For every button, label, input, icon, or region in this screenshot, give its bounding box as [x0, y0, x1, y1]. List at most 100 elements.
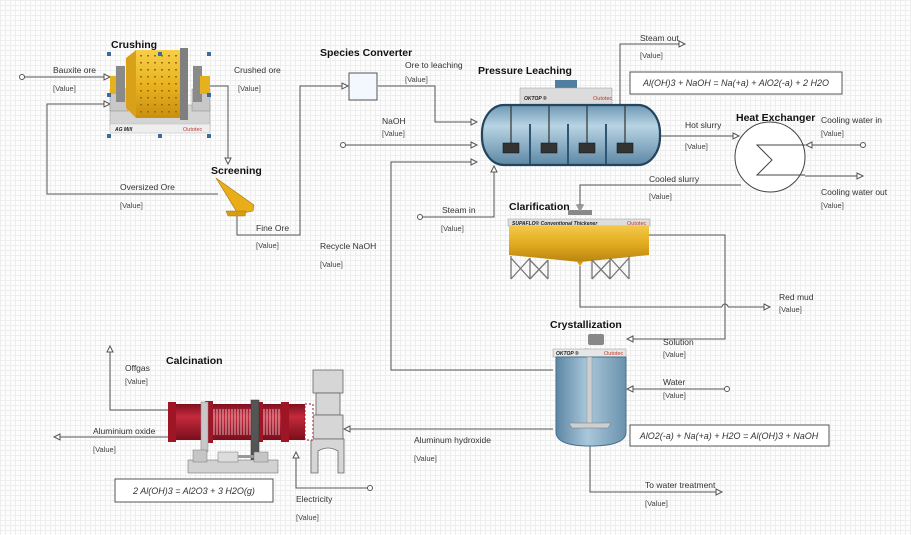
- value-red-mud[interactable]: [Value]: [779, 305, 802, 314]
- title-clarification: Clarification: [509, 201, 570, 213]
- value-electricity[interactable]: [Value]: [296, 513, 319, 522]
- mill-perforation: [154, 97, 156, 99]
- value-offgas[interactable]: [Value]: [125, 377, 148, 386]
- label-steam-out: Steam out: [640, 33, 679, 43]
- stream-line-electricity[interactable]: [295, 458, 370, 489]
- label-to-water-treatment: To water treatment: [645, 480, 716, 490]
- source-node-steam-in[interactable]: [417, 214, 423, 220]
- calcination-kiln[interactable]: [168, 369, 345, 474]
- species-converter-block[interactable]: [348, 72, 378, 101]
- value-naoh[interactable]: [Value]: [382, 129, 405, 138]
- arrow-head-icon: [470, 141, 479, 149]
- value-aluminum-hydroxide[interactable]: [Value]: [414, 454, 437, 463]
- arrow-head-icon: [625, 335, 634, 343]
- arrow-head-icon: [470, 118, 479, 126]
- equation-calcination: 2 Al(OH)3 = Al2O3 + 3 H2O(g): [132, 486, 255, 496]
- arrow-head-icon: [678, 40, 687, 48]
- equation-box-crystallization: AlO2(-a) + Na(+a) + H2O = Al(OH)3 + NaOH: [629, 424, 830, 447]
- value-fine-ore[interactable]: [Value]: [256, 241, 279, 250]
- stream-line-offgas[interactable]: [109, 352, 170, 411]
- arrow-head-icon: [292, 450, 300, 459]
- source-node-naoh[interactable]: [340, 142, 346, 148]
- mill-perforation: [147, 83, 149, 85]
- source-node-electricity[interactable]: [367, 485, 373, 491]
- value-hot-slurry[interactable]: [Value]: [685, 142, 708, 151]
- label-cooled-slurry: Cooled slurry: [649, 174, 700, 184]
- stream-line-solution[interactable]: [633, 234, 726, 340]
- clarification-thickener[interactable]: SUPAFLO® Conventional Thickener Outotec: [507, 205, 651, 280]
- autoclave-vessel: [480, 103, 662, 167]
- source-node-water[interactable]: [724, 386, 730, 392]
- stream-line-ore-to-leaching[interactable]: [378, 85, 471, 123]
- label-oversized-ore: Oversized Ore: [120, 182, 175, 192]
- source-node-cooling-water-in[interactable]: [860, 142, 866, 148]
- thickener-tank: [509, 226, 649, 262]
- mill-perforation: [161, 111, 163, 113]
- label-bauxite-ore: Bauxite ore: [53, 65, 96, 75]
- mill-perforation: [147, 97, 149, 99]
- mill-perforation: [175, 62, 177, 64]
- stream-line-oversized-ore[interactable]: [46, 103, 218, 195]
- label-red-mud: Red mud: [779, 292, 814, 302]
- arrow-head-icon: [224, 157, 232, 166]
- thickener-brand-text: Outotec: [627, 221, 647, 227]
- value-aluminium-oxide[interactable]: [Value]: [93, 445, 116, 454]
- mill-perforation: [175, 97, 177, 99]
- mill-brand-text: Outotec: [183, 127, 203, 133]
- stream-line-steam-in[interactable]: [420, 172, 495, 218]
- value-crushed-ore[interactable]: [Value]: [238, 84, 261, 93]
- crystallization-tank[interactable]: OKTOP ® Outotec: [552, 334, 627, 447]
- mill-perforation: [140, 62, 142, 64]
- heat-exchanger[interactable]: [734, 121, 806, 193]
- mill-perforation: [168, 76, 170, 78]
- mill-perforation: [168, 55, 170, 57]
- value-recycle-naoh[interactable]: [Value]: [320, 260, 343, 269]
- arrow-head-icon: [342, 425, 351, 433]
- crushing-mill[interactable]: AG Mill Outotec: [107, 48, 211, 138]
- stream-line-crushed-ore[interactable]: [210, 85, 229, 158]
- line-jump: [721, 303, 729, 308]
- mill-perforation: [161, 97, 163, 99]
- value-bauxite-ore[interactable]: [Value]: [53, 84, 76, 93]
- stream-labels: Bauxite ore [Value] Crushed ore [Value] …: [53, 33, 888, 522]
- mill-perforation: [175, 104, 177, 106]
- pressure-leaching-autoclave[interactable]: OKTOP ® Outotec: [480, 80, 662, 167]
- label-cooling-water-out: Cooling water out: [821, 187, 888, 197]
- title-heat-exchanger: Heat Exchanger: [736, 112, 815, 124]
- stream-line-recycle-naoh[interactable]: [390, 161, 553, 371]
- mill-perforation: [168, 83, 170, 85]
- mill-perforation: [140, 69, 142, 71]
- mill-perforation: [140, 104, 142, 106]
- title-calcination: Calcination: [166, 355, 223, 367]
- value-to-water-treatment[interactable]: [Value]: [645, 499, 668, 508]
- value-cooled-slurry[interactable]: [Value]: [649, 192, 672, 201]
- mill-perforation: [175, 83, 177, 85]
- value-water[interactable]: [Value]: [663, 391, 686, 400]
- value-cooling-water-in[interactable]: [Value]: [821, 129, 844, 138]
- label-aluminium-oxide: Aluminium oxide: [93, 426, 156, 436]
- mill-perforation: [175, 55, 177, 57]
- value-cooling-water-out[interactable]: [Value]: [821, 201, 844, 210]
- stream-lines: [19, 40, 866, 496]
- selection-handles[interactable]: [107, 52, 211, 138]
- value-steam-in[interactable]: [Value]: [441, 224, 464, 233]
- value-steam-out[interactable]: [Value]: [640, 51, 663, 60]
- value-solution[interactable]: [Value]: [663, 350, 686, 359]
- arrow-head-icon: [856, 172, 865, 180]
- arrow-head-icon: [341, 82, 350, 90]
- stream-line-steam-out[interactable]: [619, 43, 679, 106]
- thickener-plate-text: SUPAFLO® Conventional Thickener: [512, 220, 598, 227]
- mill-perforation: [168, 90, 170, 92]
- value-ore-to-leaching[interactable]: [Value]: [405, 75, 428, 84]
- crystallizer-plate-text: OKTOP ®: [556, 350, 579, 357]
- mill-perforation: [168, 111, 170, 113]
- source-node-bauxite-ore[interactable]: [19, 74, 25, 80]
- label-offgas: Offgas: [125, 363, 150, 373]
- screening-unit[interactable]: [215, 177, 255, 217]
- stream-line-to-water-treatment[interactable]: [589, 446, 716, 493]
- stream-line-fine-ore[interactable]: [236, 85, 342, 236]
- stream-line-red-mud[interactable]: [579, 266, 764, 308]
- arrow-head-icon: [106, 344, 114, 353]
- stream-line-cooled-slurry[interactable]: [579, 184, 741, 205]
- value-oversized-ore[interactable]: [Value]: [120, 201, 143, 210]
